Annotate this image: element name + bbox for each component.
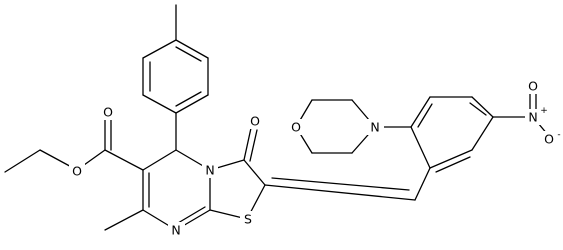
bond (417, 103, 433, 128)
atom-oxygen-nitro-top: O (525, 78, 541, 94)
bond (104, 209, 144, 231)
svg-text:O: O (250, 114, 260, 129)
bond (175, 39, 209, 59)
bond (249, 129, 258, 162)
bond (271, 177, 410, 191)
bond (175, 94, 209, 114)
svg-text:O: O (544, 132, 554, 147)
atom-oxygen-nitro-anion: O - (541, 130, 561, 147)
atom-nitrogen-nitro: N + (525, 106, 548, 125)
bond (264, 184, 416, 201)
atom-nitrogen-ring-fusion: N (202, 162, 218, 178)
bond (142, 39, 177, 59)
atom-oxygen-ester-double: O (100, 104, 116, 120)
bond (435, 156, 471, 173)
bond (142, 94, 177, 114)
svg-text:N: N (370, 120, 379, 135)
bond (243, 159, 266, 186)
bond (4, 149, 41, 173)
bond (469, 102, 487, 116)
bond (414, 167, 431, 201)
bond (175, 46, 202, 62)
svg-text:N: N (171, 223, 180, 238)
svg-text:O: O (72, 164, 82, 179)
bond-layer (4, 4, 549, 231)
svg-text:S: S (244, 212, 252, 227)
charge-minus: - (557, 130, 560, 140)
atom-label-layer: S N N O O N O O (69, 78, 561, 238)
atom-nitrogen-pyrimidine: N (168, 222, 185, 238)
charge-plus: + (540, 106, 548, 116)
bond (471, 116, 494, 151)
bond (429, 149, 473, 169)
atom-oxygen-ester-single: O (69, 163, 85, 179)
atom-nitrogen-morpholine: N (367, 119, 384, 135)
svg-text:N: N (205, 163, 214, 178)
bond (104, 149, 144, 171)
bond (410, 126, 431, 169)
atom-sulfur: S (240, 211, 256, 227)
bond (142, 149, 177, 171)
svg-text:O: O (103, 105, 113, 120)
atom-oxygen-carbonyl: O (247, 113, 263, 129)
atom-oxygen-morpholine: O (288, 119, 304, 135)
bond (410, 96, 431, 128)
svg-text:O: O (291, 120, 301, 135)
bond (177, 206, 206, 224)
bond (243, 127, 252, 161)
svg-text:O: O (528, 79, 538, 94)
svg-text:N: N (528, 110, 537, 125)
bond (471, 96, 494, 118)
bond (175, 91, 202, 107)
